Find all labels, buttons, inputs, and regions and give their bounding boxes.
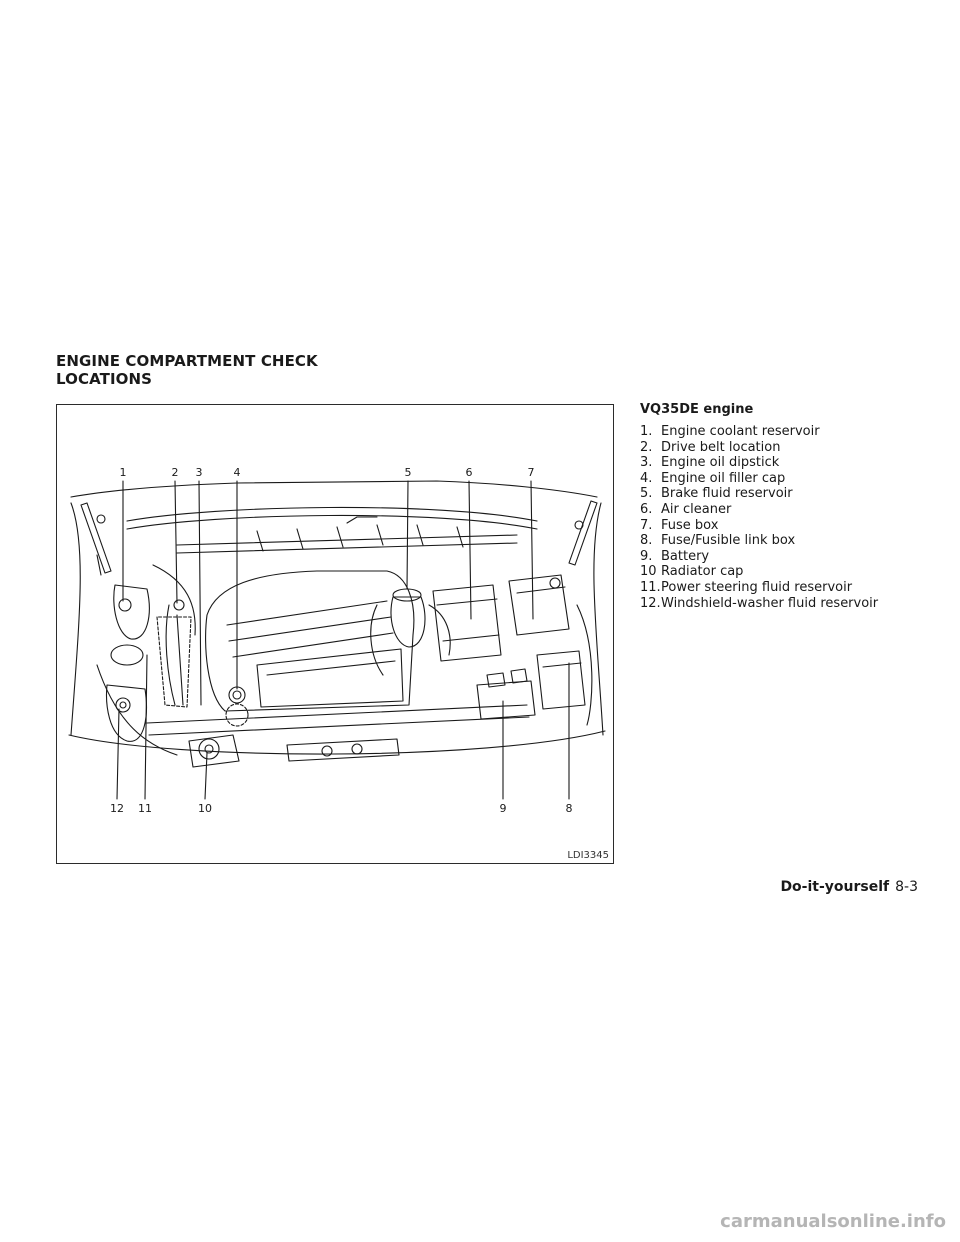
footer-section-name: Do-it-yourself [780, 879, 890, 895]
legend-item-label: Air cleaner [661, 501, 732, 517]
legend-item: 9. Battery [640, 549, 930, 565]
legend-item: 5. Brake fluid reservoir [640, 486, 930, 502]
legend-item-number: 6. [640, 501, 653, 517]
legend-item-label: Engine oil filler cap [661, 470, 786, 486]
page-number: 8-3 [895, 879, 918, 895]
section-title-line-2: LOCATIONS [56, 370, 153, 388]
legend-item-label: Windshield-washer fluid reservoir [661, 595, 879, 611]
legend-heading: VQ35DE engine [640, 402, 754, 417]
legend-item: 4. Engine oil filler cap [640, 471, 930, 487]
callout-12: 12 [110, 802, 124, 815]
legend-item-number: 8. [640, 533, 653, 549]
callout-4: 4 [233, 466, 241, 479]
callout-10: 10 [198, 802, 212, 815]
callout-6: 6 [465, 466, 473, 479]
callout-1: 1 [119, 466, 127, 479]
figure-id: LDI3345 [567, 850, 609, 861]
callout-2: 2 [171, 466, 179, 479]
legend-item: 3. Engine oil dipstick [640, 455, 930, 471]
legend-item-number: 11. [640, 579, 661, 595]
legend-item-number: 1. [640, 424, 653, 439]
callout-11: 11 [138, 802, 152, 815]
page-footer: Do-it-yourself 8-3 [780, 878, 918, 896]
legend-item: 12.Windshield-washer fluid reservoir [640, 596, 930, 612]
callout-7: 7 [527, 466, 535, 479]
section-title: ENGINE COMPARTMENT CHECK LOCATIONS [56, 352, 318, 388]
callout-5: 5 [404, 466, 412, 479]
legend-item-label: Fuse/Fusible link box [661, 533, 796, 549]
legend-item-number: 7. [640, 517, 653, 533]
callout-3: 3 [195, 466, 203, 479]
callout-8: 8 [565, 802, 573, 815]
legend-item: 7. Fuse box [640, 518, 930, 534]
legend-item-label: Engine coolant reservoir [661, 424, 820, 439]
legend-item-number: 9. [640, 548, 653, 564]
legend-item-number: 4. [640, 470, 653, 486]
legend-item-label: Drive belt location [661, 439, 781, 455]
legend-item-label: Fuse box [661, 517, 719, 533]
legend-item: 2. Drive belt location [640, 440, 930, 456]
section-title-line-1: ENGINE COMPARTMENT CHECK [56, 352, 318, 370]
legend-item-label: Brake fluid reservoir [661, 486, 793, 502]
engine-illustration [68, 480, 606, 800]
legend: VQ35DE engine 1. Engine coolant reservoir… [640, 402, 930, 611]
legend-item-number: 5. [640, 486, 653, 502]
legend-item-label: Radiator cap [661, 564, 744, 580]
legend-list: 1. Engine coolant reservoir 2. Drive belt … [640, 424, 930, 611]
legend-item-label: Battery [661, 548, 710, 564]
watermark: carmanualsonline.info [720, 1211, 946, 1232]
legend-item: 11.Power steering fluid reservoir [640, 580, 930, 596]
legend-item-number: 2. [640, 439, 653, 455]
legend-item-number: 3. [640, 455, 653, 471]
legend-item: 6. Air cleaner [640, 502, 930, 518]
engine-compartment-figure: 1 2 3 4 5 6 7 12 11 10 9 8 LDI3345 [56, 404, 614, 864]
legend-item-label: Engine oil dipstick [661, 455, 780, 471]
callout-9: 9 [499, 802, 507, 815]
legend-item-number: 10 [640, 564, 657, 580]
legend-item: 1. Engine coolant reservoir [640, 424, 930, 440]
legend-item-label: Power steering fluid reservoir [661, 579, 853, 595]
legend-item-number: 12. [640, 595, 661, 611]
legend-item: 8. Fuse/Fusible link box [640, 533, 930, 549]
